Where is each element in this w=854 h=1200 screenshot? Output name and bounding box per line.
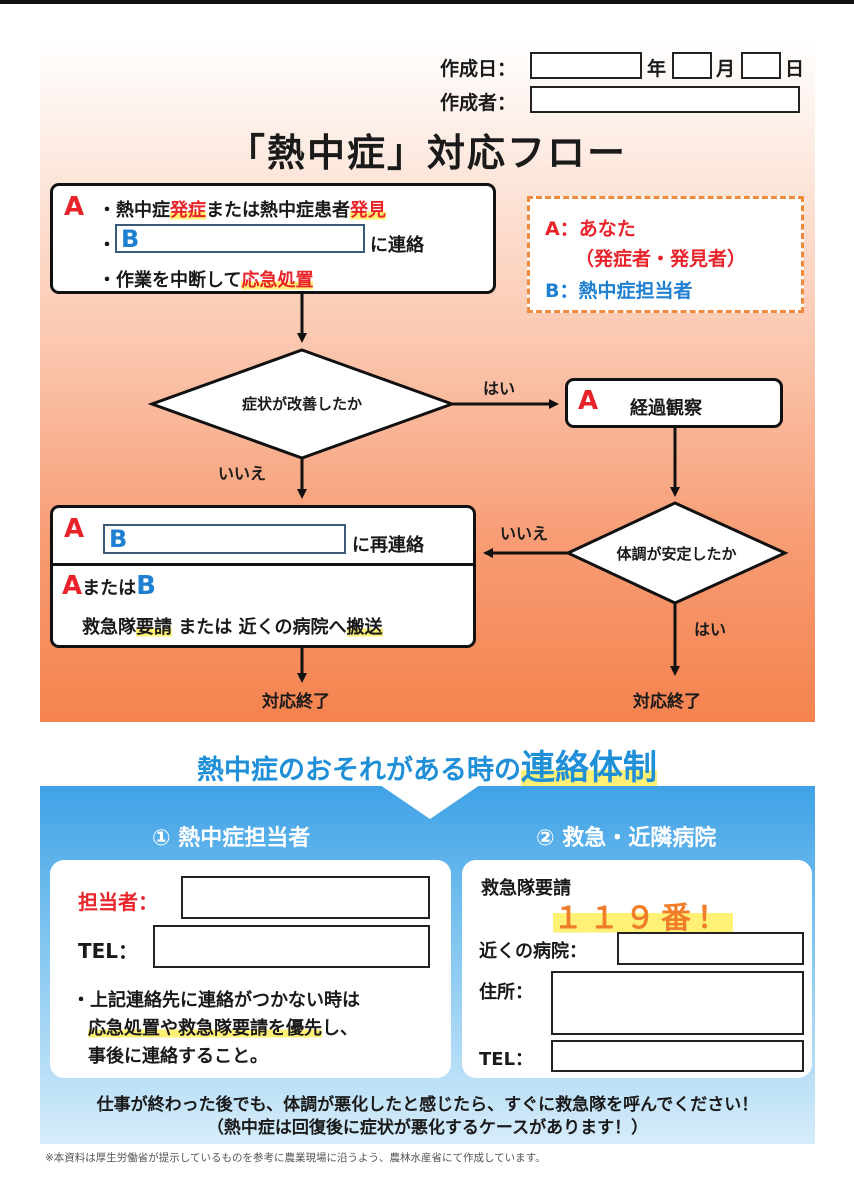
step1-first-aid-text: 応急処置 [241,270,314,291]
recontact-divider [53,563,473,566]
step1-marker-a: A [64,192,85,222]
staff-note-highlight: 応急処置や救急隊要請を優先 [88,1018,322,1039]
recontact-action-line: 救急隊要請 または 近くの病院へ搬送 [82,613,383,639]
decision2-text: 体調が安定したか [616,545,737,563]
staff-note-line3: 事後に連絡すること。 [88,1046,268,1067]
staff-note-line1: ・上記連絡先に連絡がつかない時は [72,990,360,1011]
decision1-text: 症状が改善したか [241,395,362,413]
footnote: ※本資料は厚生労働省が提示しているものを参考に農業現場に沿うよう、農林水産省にて… [45,1152,546,1164]
month-label: 月 [716,58,736,80]
decision1-yes-label: はい [483,379,516,398]
contact-title-pre: 熱中症のおそれがある時の [197,755,521,786]
step1-line3-pre: ・作業を中断して [98,270,242,291]
legend-a-sub: （発症者・発見者） [575,248,747,270]
decision1-no-label: いいえ [218,464,267,483]
year-label: 年 [647,58,667,80]
date-day-field[interactable] [741,52,781,79]
recontact-marker-a: A [64,514,85,544]
recontact-or-line: AまたはB [62,571,156,601]
step1-discovery-text: 発見 [350,200,386,221]
ambulance-request-label: 救急隊要請 [481,878,571,899]
panel2-heading: ② 救急・近隣病院 [536,826,717,851]
hospital-field[interactable] [617,932,804,965]
warning-line2: （熱中症は回復後に症状が悪化するケースがあります！） [206,1118,649,1138]
observe-marker-a: A [578,386,599,416]
step1-line1-mid: または熱中症患者 [206,200,350,221]
recontact-transport-text: 搬送 [346,617,383,638]
staff-note-line2-post: し、 [322,1018,358,1039]
recontact-request-text: 要請 [136,617,172,638]
step1-line3: ・作業を中断して応急処置 [98,266,314,292]
address-label: 住所： [479,982,533,1003]
author-label: 作成者： [440,92,517,114]
contact-title-highlight: 連絡体制 [521,748,657,788]
staff-note-line2: 応急処置や救急隊要請を優先し、 [88,1014,358,1040]
warning-line1: 仕事が終わった後でも、体調が悪化したと感じたら、すぐに救急隊を呼んでください！ [96,1095,759,1115]
section-pointer [380,785,480,819]
recontact-or-text: または [82,578,137,599]
step1-contact-b-field[interactable]: B [115,224,365,253]
staff-person-field[interactable] [181,876,430,919]
day-label: 日 [785,58,805,80]
step1-line1-pre: ・熱中症 [98,200,170,221]
end-label-left: 対応終了 [262,692,330,712]
hospital-tel-field[interactable] [551,1040,804,1072]
observe-box [565,378,783,428]
step1-line2-bullet: ・ [98,235,116,256]
emergency-number: １１９番！ [553,893,733,937]
recontact-action-pre: 救急隊 [82,617,136,638]
recontact-b-field[interactable]: B [103,524,346,554]
staff-tel-field[interactable] [153,925,430,968]
recontact-or-a: A [62,571,83,601]
contact-section-title: 熱中症のおそれがある時の連絡体制 [0,740,854,789]
panel1-heading: ① 熱中症担当者 [152,826,311,851]
role-legend [527,196,804,313]
top-border [0,0,854,4]
hospital-tel-label: TEL： [479,1049,534,1070]
recontact-label: に再連絡 [352,535,424,556]
legend-b: B：熱中症担当者 [545,280,693,302]
observe-text: 経過観察 [630,398,702,419]
page-title: 「熱中症」対応フロー [226,131,627,175]
decision2-yes-label: はい [694,620,727,639]
author-field[interactable] [530,86,800,113]
step1-b-marker: B [121,225,140,253]
date-year-field[interactable] [530,52,642,79]
date-label: 作成日： [440,58,517,80]
end-label-right: 対応終了 [633,692,701,712]
decision2-no-label: いいえ [500,524,549,543]
step1-line1: ・熱中症発症または熱中症患者発見 [98,196,386,222]
staff-tel-label: TEL： [78,939,139,963]
staff-person-label: 担当者： [78,890,158,914]
step1-onset-text: 発症 [170,200,206,221]
address-field[interactable] [551,971,804,1035]
recontact-action-mid: または 近くの病院へ [172,617,347,638]
step1-contact-label: に連絡 [370,235,424,256]
legend-a: A：あなた [545,218,636,240]
recontact-b-marker: B [109,525,128,553]
hospital-label: 近くの病院： [479,941,587,962]
recontact-or-b: B [136,571,156,601]
date-month-field[interactable] [672,52,712,79]
